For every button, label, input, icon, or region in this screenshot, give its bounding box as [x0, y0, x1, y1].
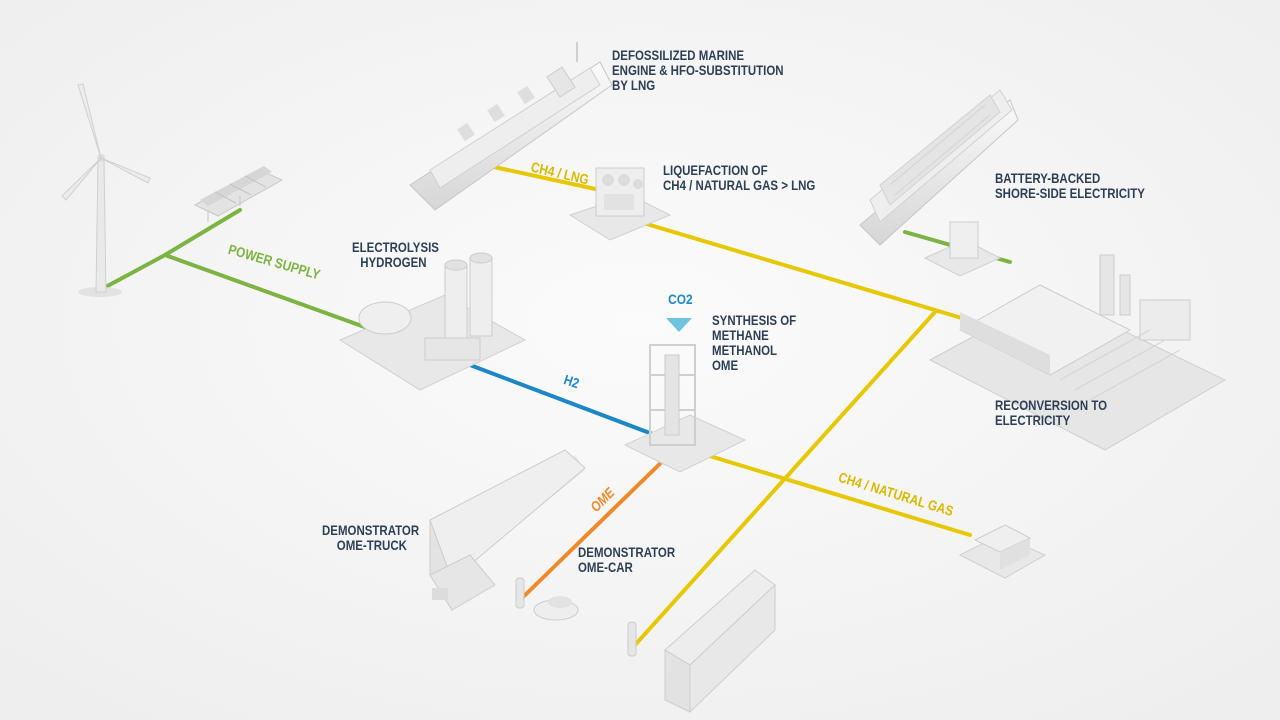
liquefaction-plant-icon: [568, 167, 672, 241]
truck-icon: [429, 449, 586, 612]
co2-route-label: CO2: [668, 291, 693, 307]
ome-pump-icon: [515, 577, 525, 609]
house-icon: [958, 524, 1047, 579]
solar-feed-line: [163, 208, 242, 257]
wind-turbine-icon: [61, 83, 151, 297]
synthesis-plant-icon: [623, 344, 747, 473]
liquefaction-label: LIQUEFACTION OF CH4 / NATURAL GAS > LNG: [663, 162, 816, 193]
electrolysis-label: ELECTROLYSIS HYDROGEN: [352, 239, 439, 270]
h2-line: [468, 363, 657, 437]
solar-panels-icon: [193, 166, 284, 222]
bus-icon: [664, 569, 776, 714]
ch4-lng-line-plant: [638, 220, 977, 324]
ome-line: [518, 450, 674, 602]
reconversion-label: RECONVERSION TO ELECTRICITY: [995, 397, 1108, 428]
electrolysis-plant-icon: [338, 252, 527, 391]
ch4-bus-line: [633, 310, 937, 647]
synthesis-label: SYNTHESIS OF METHANE METHANOL OME: [712, 312, 797, 373]
marine-engine-label: DEFOSSILIZED MARINE ENGINE & HFO-SUBSTIT…: [612, 47, 784, 93]
co2-arrow-icon: [666, 318, 692, 332]
car-icon: [533, 596, 579, 621]
ch4-lng-line-ship: [483, 163, 602, 192]
ch4-natural-gas-line: [688, 448, 972, 537]
gas-pump-icon: [627, 621, 637, 657]
shore-electricity-label: BATTERY-BACKED SHORE-SIDE ELECTRICITY: [995, 170, 1145, 201]
lng-tanker-ship-icon: [409, 42, 613, 211]
cruise-ship-icon: [859, 89, 1019, 246]
car-label: DEMONSTRATOR OME-CAR: [578, 544, 676, 575]
power-plant-icon: [928, 254, 1227, 451]
battery-cabinet-icon: [923, 221, 1002, 277]
truck-label: DEMONSTRATOR OME-TRUCK: [322, 522, 420, 553]
